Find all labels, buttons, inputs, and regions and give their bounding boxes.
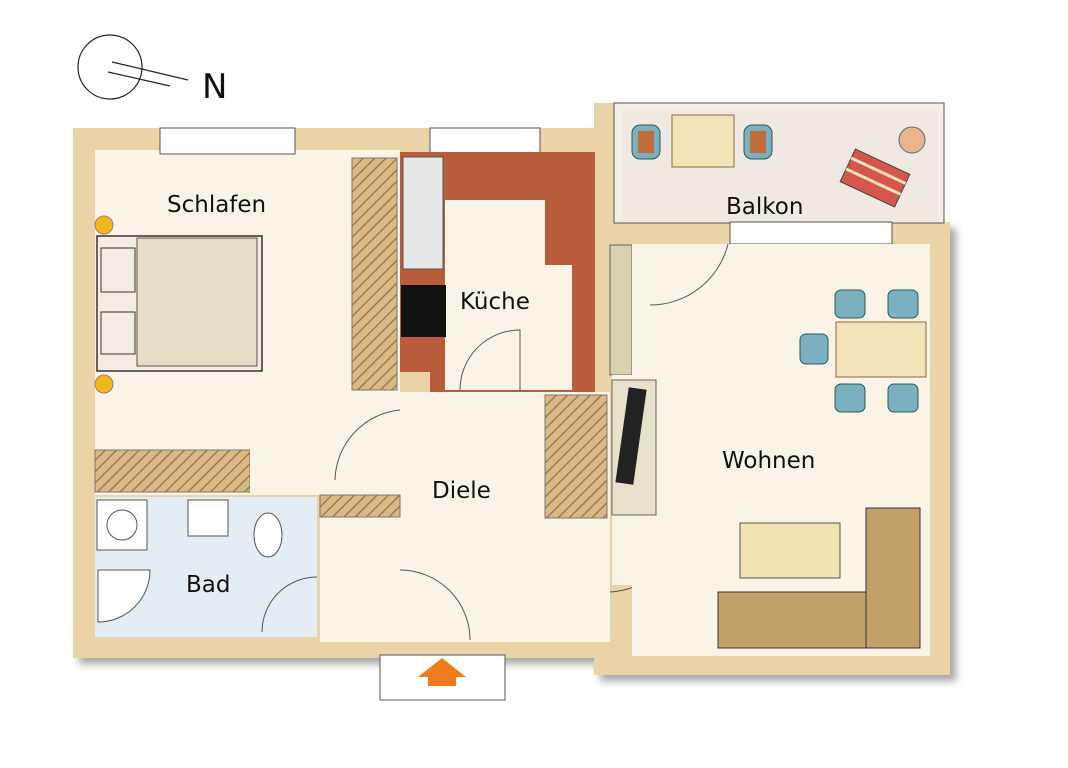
toilet <box>253 512 283 558</box>
room-label-kueche: Küche <box>460 289 530 315</box>
room-label-balkon: Balkon <box>726 194 803 220</box>
shelf <box>609 244 633 376</box>
cabinet <box>319 494 401 518</box>
bed <box>94 215 263 394</box>
window <box>429 127 541 155</box>
stove <box>401 285 446 337</box>
coffee-table <box>739 522 841 579</box>
cabinet <box>544 394 608 519</box>
room-label-schlafen: Schlafen <box>167 192 266 218</box>
sink <box>402 156 444 270</box>
compass: N <box>77 34 227 107</box>
window <box>729 221 893 245</box>
sofa <box>717 507 921 649</box>
room-label-diele: Diele <box>432 478 491 504</box>
washbasin <box>187 499 229 537</box>
balcony <box>613 102 945 224</box>
deck-chair <box>839 148 911 208</box>
lamp-icon <box>94 374 114 394</box>
shower <box>97 569 151 623</box>
lamp-icon <box>94 215 114 235</box>
washing-machine <box>96 499 148 551</box>
window <box>159 127 296 155</box>
balcony-table <box>671 114 735 168</box>
door-swing <box>459 329 521 391</box>
entrance <box>379 654 506 701</box>
compass-north-label: N <box>202 67 227 107</box>
wardrobe <box>351 157 398 391</box>
compass-circle-icon <box>77 34 143 100</box>
room-label-bad: Bad <box>186 572 230 598</box>
room-bad <box>95 497 318 637</box>
entrance-arrow-icon <box>418 658 466 686</box>
dining-set <box>799 289 927 413</box>
room-kueche <box>400 152 595 392</box>
tv <box>615 387 647 485</box>
wardrobe <box>94 449 251 493</box>
room-label-wohnen: Wohnen <box>722 448 815 474</box>
